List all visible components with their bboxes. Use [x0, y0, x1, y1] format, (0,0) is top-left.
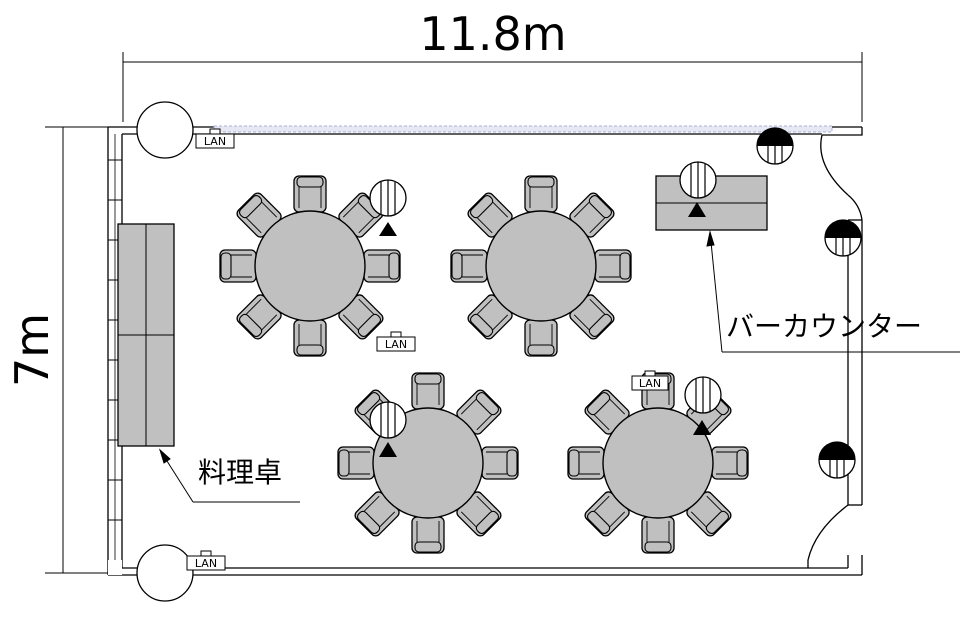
window-blind: [213, 125, 833, 133]
lan-outlet-bottom-right-table: LAN: [631, 370, 669, 391]
bar-counter-leader: [706, 230, 960, 353]
height-dimension: 7m: [5, 126, 115, 574]
round-table-top-left: [219, 175, 401, 357]
column-bottom-left: [136, 544, 194, 602]
round-table-bottom-center: [337, 372, 519, 554]
lan-outlet-label: LAN: [195, 557, 217, 570]
height-dimension-label: 7m: [5, 313, 59, 387]
chair: [567, 446, 605, 480]
chair: [293, 319, 327, 357]
lamp-right-wall-upper: [824, 219, 862, 257]
width-dimension: 11.8m: [122, 7, 863, 122]
chair: [641, 516, 675, 554]
cooking-table-label: 料理卓: [198, 456, 282, 489]
door-top-right: [820, 134, 863, 221]
lamp-bottom-center-table: [369, 401, 407, 439]
chair: [411, 372, 445, 410]
lamp-bar-counter: [679, 161, 717, 199]
lan-outlet-label: LAN: [639, 377, 661, 390]
cooking-table-leader: [158, 448, 300, 503]
lamp-top-left-table: [369, 179, 407, 217]
marker-triangle: [379, 222, 397, 236]
chair: [594, 249, 632, 283]
chair: [711, 446, 749, 480]
chair: [411, 516, 445, 554]
chair: [363, 249, 401, 283]
lamp-top-right-corner: [756, 127, 794, 165]
lan-outlet-top-left: LAN: [195, 128, 235, 149]
chair: [450, 249, 488, 283]
round-tables: [219, 175, 749, 554]
lamp-right-wall-lower: [818, 441, 856, 479]
column-top-left: [136, 101, 194, 159]
chair: [337, 446, 375, 480]
chair: [219, 249, 257, 283]
cooking-table: [117, 223, 175, 447]
round-table-top-center: [450, 175, 632, 357]
table-top: [602, 407, 714, 519]
table-top: [254, 210, 366, 322]
lan-outlet-label: LAN: [385, 338, 407, 351]
round-table-bottom-right: [567, 372, 749, 554]
door-bottom-right: [807, 504, 849, 568]
table-top: [485, 210, 597, 322]
table-top: [372, 407, 484, 519]
lan-outlet-label: LAN: [204, 135, 226, 148]
width-dimension-label: 11.8m: [419, 7, 566, 61]
chair: [481, 446, 519, 480]
chair: [524, 175, 558, 213]
bar-counter-label: バーカウンター: [726, 310, 922, 343]
lamp-bottom-right-table: [684, 376, 722, 414]
marker-triangle: [693, 420, 711, 435]
triangle-markers: [379, 202, 711, 457]
lan-outlet-mid: LAN: [376, 331, 416, 352]
lan-outlet-bottom-left: LAN: [186, 550, 226, 571]
marker-triangle: [688, 202, 706, 217]
chair: [524, 319, 558, 357]
marker-triangle: [379, 442, 397, 457]
chair: [293, 175, 327, 213]
